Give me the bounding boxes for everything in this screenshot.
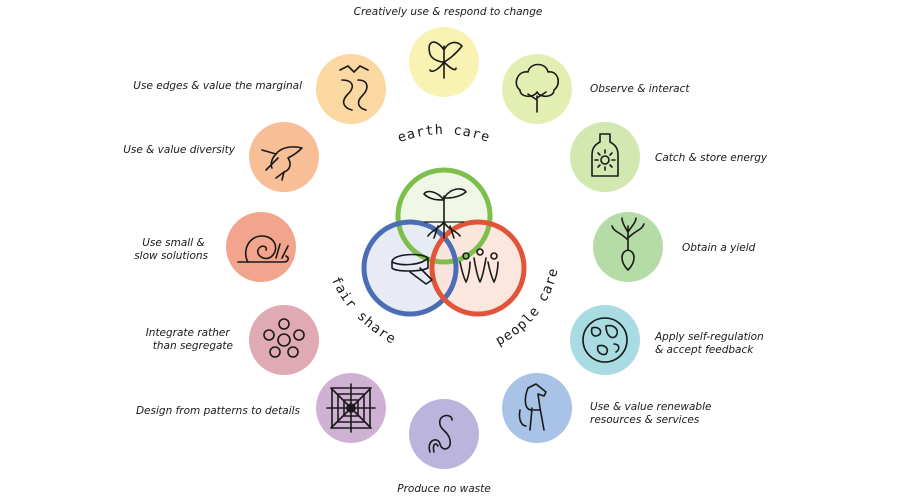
principle-3-circle xyxy=(570,122,640,192)
principles-ring: Creatively use & respond to change Obser… xyxy=(123,6,768,495)
principle-10-label-line-1: Use small & xyxy=(142,237,204,249)
principle-10-label: Use small & slow solutions xyxy=(134,237,208,262)
principle-12: Use edges & value the marginal xyxy=(133,54,386,124)
principle-7: Produce no waste xyxy=(397,399,491,495)
horse-icon xyxy=(518,383,547,431)
principle-6-label-line-2: resources & services xyxy=(590,414,700,426)
principle-5-label-line-1: Apply self-regulation xyxy=(654,331,764,343)
principle-7-circle xyxy=(409,399,479,469)
globe-icon xyxy=(582,317,628,363)
people-care-circle xyxy=(432,222,524,314)
sprout-icon xyxy=(423,188,467,239)
worm-icon xyxy=(428,414,453,453)
river-icon xyxy=(339,65,369,111)
principle-6-label-line-1: Use & value renewable xyxy=(590,401,711,413)
earth-care-label: earth care xyxy=(396,122,493,146)
hummingbird-icon xyxy=(261,146,303,181)
tree-icon xyxy=(515,63,560,113)
fair-share-circle xyxy=(364,222,456,314)
earth-care-ring xyxy=(395,167,493,265)
principle-6-circle xyxy=(502,373,572,443)
principle-5-circle xyxy=(570,305,640,375)
principle-9-circle xyxy=(249,305,319,375)
principle-2-circle xyxy=(502,54,572,124)
radish-icon xyxy=(611,217,645,271)
principle-5: Apply self-regulation & accept feedback xyxy=(570,305,767,375)
people-icon xyxy=(459,248,499,283)
principle-10: Use small & slow solutions xyxy=(134,212,296,282)
principle-8: Design from patterns to details xyxy=(136,373,386,443)
bread-icon xyxy=(391,253,433,285)
fair-share-ring xyxy=(361,219,459,317)
principle-7-label: Produce no waste xyxy=(397,483,490,495)
flower-ring-icon xyxy=(263,318,305,358)
principle-5-label-line-2: & accept feedback xyxy=(655,344,754,356)
butterfly-icon xyxy=(428,41,463,79)
principle-2-label: Observe & interact xyxy=(590,83,690,95)
principle-4-label: Obtain a yield xyxy=(682,242,756,254)
principle-3: Catch & store energy xyxy=(570,122,768,192)
principle-9: Integrate rather than segregate xyxy=(146,305,319,375)
principle-1-label: Creatively use & respond to change xyxy=(354,6,543,18)
principle-9-label-line-2: than segregate xyxy=(153,340,233,352)
principle-6-label: Use & value renewable resources & servic… xyxy=(590,401,715,426)
principle-12-label: Use edges & value the marginal xyxy=(133,80,302,92)
principle-11-circle xyxy=(249,122,319,192)
ethics-core: earth care fair share people care xyxy=(328,122,561,349)
principle-11: Use & value diversity xyxy=(123,122,319,192)
principle-5-label: Apply self-regulation & accept feedback xyxy=(654,331,767,356)
snail-icon xyxy=(237,235,289,263)
principle-9-label: Integrate rather than segregate xyxy=(146,327,233,352)
people-care-ring xyxy=(429,219,527,317)
principle-1: Creatively use & respond to change xyxy=(354,6,543,97)
principle-6: Use & value renewable resources & servic… xyxy=(502,373,715,443)
principle-10-label-line-2: slow solutions xyxy=(134,250,208,262)
principle-4: Obtain a yield xyxy=(593,212,756,282)
principle-8-label: Design from patterns to details xyxy=(136,405,301,417)
sun-jar-icon xyxy=(591,133,619,177)
principle-2: Observe & interact xyxy=(502,54,690,124)
principle-3-label: Catch & store energy xyxy=(655,152,768,164)
spiderweb-icon xyxy=(326,383,376,433)
principle-9-label-line-1: Integrate rather xyxy=(146,327,231,339)
principle-11-label: Use & value diversity xyxy=(123,144,236,156)
